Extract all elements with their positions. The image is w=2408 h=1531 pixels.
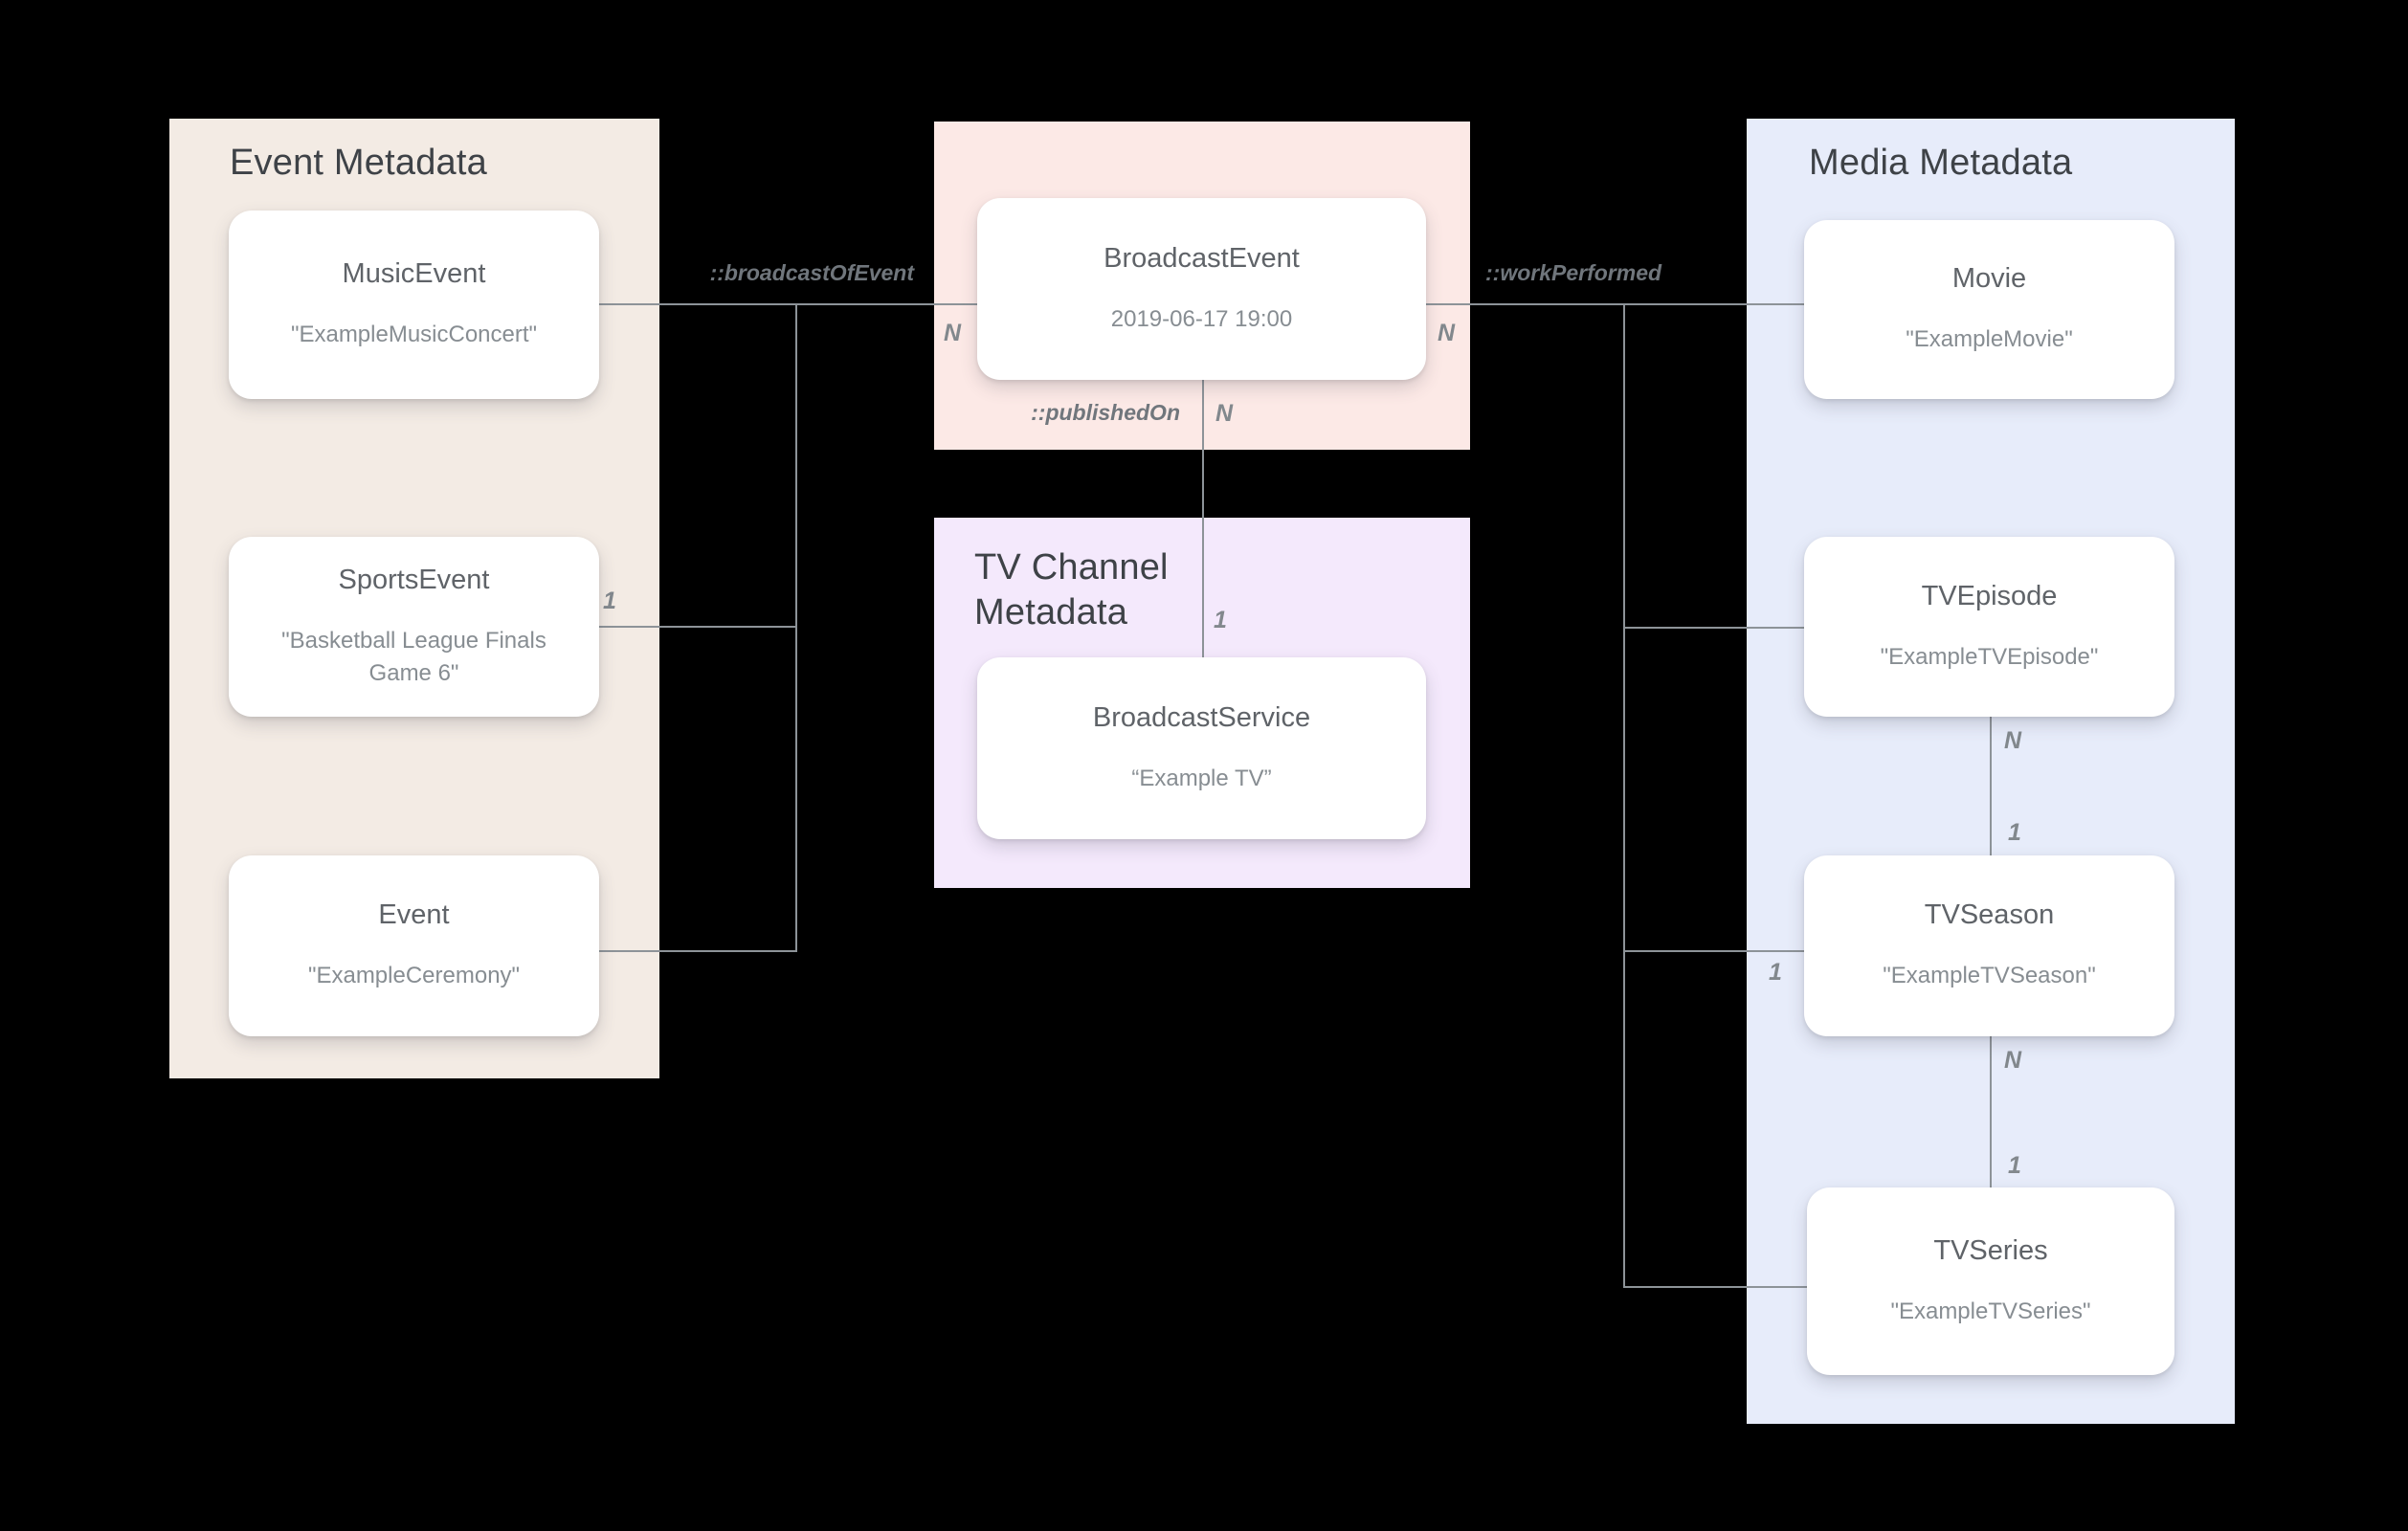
node-title: MusicEvent <box>342 258 486 290</box>
node-subtitle: "ExampleMovie" <box>1906 326 2073 353</box>
node-subtitle: "ExampleCeremony" <box>307 963 521 989</box>
connector-tvseason-branch <box>1625 950 1804 952</box>
node-broadcastevent: BroadcastEvent 2019-06-17 19:00 <box>977 198 1426 380</box>
node-movie: Movie "ExampleMovie" <box>1804 220 2174 399</box>
edge-label-workperformed: ::workPerformed <box>1485 260 1662 285</box>
connector-tvepisode-tvseason <box>1990 717 1992 855</box>
cardinality-tvseason-left-1: 1 <box>1769 959 1782 986</box>
node-title: Movie <box>1951 263 2027 295</box>
cardinality-sportsevent-1: 1 <box>603 588 616 614</box>
connector-left-trunk <box>795 304 797 952</box>
connector-event-branch <box>595 950 795 952</box>
connector-right-trunk <box>1623 304 1625 1288</box>
node-musicevent: MusicEvent "ExampleMusicConcert" <box>229 211 599 399</box>
cardinality-episode-season-n: N <box>2004 727 2022 754</box>
node-broadcastservice: BroadcastService “Example TV” <box>977 657 1426 839</box>
cardinality-broadcast-right: N <box>1438 320 1456 346</box>
connector-publishedon <box>1202 380 1204 657</box>
node-subtitle: "ExampleTVEpisode" <box>1880 643 2099 670</box>
cardinality-publishedon-n: N <box>1215 400 1234 427</box>
node-title: Event <box>378 899 450 931</box>
node-title: SportsEvent <box>338 565 490 596</box>
node-subtitle: “Example TV” <box>1131 765 1272 791</box>
edge-label-publishedon: ::publishedOn <box>1031 400 1180 425</box>
connector-musicevent-broadcastevent <box>599 303 977 305</box>
connector-sportsevent-branch <box>598 626 795 628</box>
section-title-tv-channel-metadata: TV Channel Metadata <box>974 547 1169 632</box>
node-sportsevent: SportsEvent "Basketball League Finals Ga… <box>229 537 599 717</box>
connector-tvseason-tvseries <box>1990 1036 1992 1187</box>
node-title: TVSeries <box>1933 1234 2048 1266</box>
section-title-event-metadata: Event Metadata <box>230 143 487 183</box>
node-title: TVSeason <box>1924 899 2055 931</box>
node-tvseason: TVSeason "ExampleTVSeason" <box>1804 855 2174 1036</box>
node-subtitle: "ExampleTVSeason" <box>1883 963 2096 989</box>
node-subtitle: "ExampleMusicConcert" <box>290 322 538 348</box>
node-subtitle: 2019-06-17 19:00 <box>1110 305 1293 332</box>
connector-broadcastevent-movie <box>1426 303 1804 305</box>
node-subtitle: "ExampleTVSeries" <box>1890 1298 2091 1324</box>
cardinality-season-series-n: N <box>2004 1047 2022 1074</box>
section-title-media-metadata: Media Metadata <box>1809 143 2073 183</box>
node-subtitle: "Basketball League Finals Game 6" <box>281 628 546 686</box>
node-title: BroadcastEvent <box>1104 242 1300 274</box>
cardinality-episode-season-1: 1 <box>2008 819 2021 846</box>
connector-tvseries-branch <box>1625 1286 1807 1288</box>
node-tvseries: TVSeries "ExampleTVSeries" <box>1807 1187 2174 1375</box>
node-event: Event "ExampleCeremony" <box>229 855 599 1036</box>
node-tvepisode: TVEpisode "ExampleTVEpisode" <box>1804 537 2174 717</box>
cardinality-publishedon-1: 1 <box>1214 607 1227 633</box>
cardinality-broadcast-left: N <box>944 320 962 346</box>
cardinality-season-series-1: 1 <box>2008 1152 2021 1179</box>
connector-tvepisode-branch <box>1625 627 1804 629</box>
node-title: BroadcastService <box>1092 701 1311 733</box>
edge-label-broadcastofevent: ::broadcastOfEvent <box>709 260 914 285</box>
node-title: TVEpisode <box>1921 580 2058 611</box>
